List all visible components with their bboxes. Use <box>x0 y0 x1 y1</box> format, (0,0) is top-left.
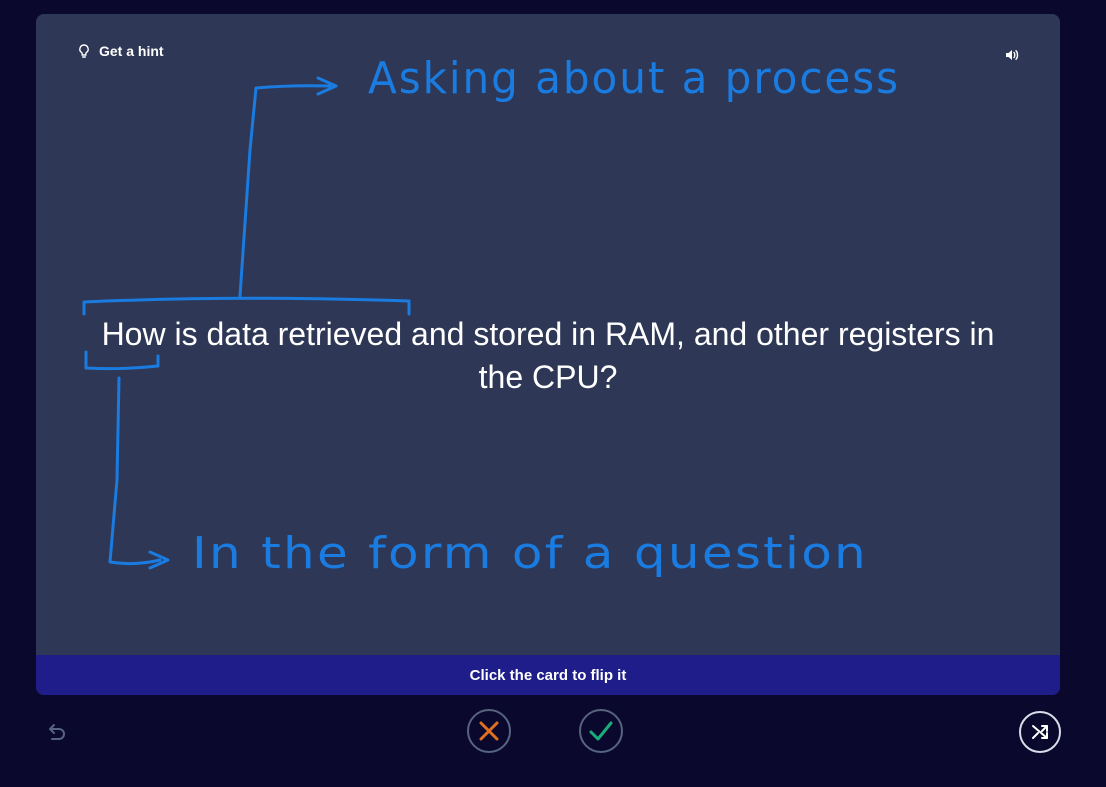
shuffle-icon <box>1032 725 1048 739</box>
check-icon <box>589 721 613 741</box>
correct-button[interactable] <box>579 709 623 753</box>
speaker-icon[interactable] <box>1004 47 1020 63</box>
lightbulb-icon <box>79 43 89 58</box>
x-icon <box>479 721 499 741</box>
card-question: How is data retrieved and stored in RAM,… <box>101 316 995 395</box>
incorrect-button[interactable] <box>467 709 511 753</box>
flashcard[interactable]: Get a hint How is data retrieved and sto… <box>36 14 1060 695</box>
shuffle-button[interactable] <box>1019 711 1061 753</box>
flip-instruction: Click the card to flip it <box>36 655 1060 695</box>
undo-icon[interactable] <box>45 721 67 743</box>
get-hint-button[interactable]: Get a hint <box>78 43 164 59</box>
hint-label: Get a hint <box>99 43 164 59</box>
